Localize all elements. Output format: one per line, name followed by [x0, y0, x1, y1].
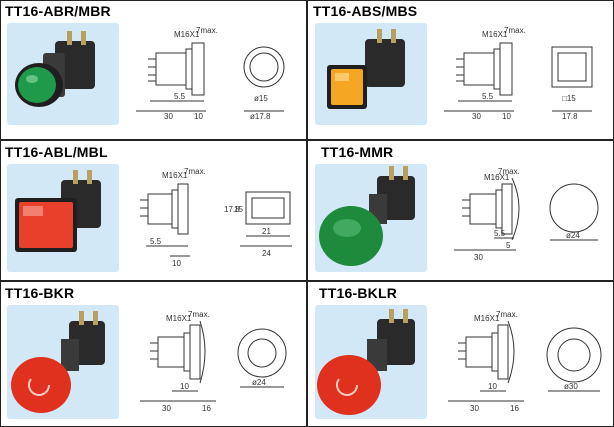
column-divider	[306, 1, 308, 426]
dim-max: 7max.	[188, 310, 210, 319]
button-cap	[18, 67, 56, 103]
dim-w2: 24	[262, 249, 271, 258]
product-photo	[315, 23, 427, 125]
dim-d1: 5.5	[482, 92, 494, 101]
product-cell-bklr: TT16-BKLR	[309, 283, 611, 421]
dimension-drawing: M16X1 7max. 5.5 10 17.8 15 21 24	[140, 167, 292, 268]
dim-d2: 10	[172, 259, 181, 268]
dim-max: 7max.	[496, 310, 518, 319]
dim-d2: 30	[470, 404, 479, 413]
dim-max: 7max.	[504, 26, 526, 35]
dim-d3: 10	[502, 112, 511, 121]
dim-thread: M16X1	[166, 314, 192, 323]
dim-d2: 30	[164, 112, 173, 121]
dim-thread: M16X1	[162, 171, 188, 180]
product-photo	[7, 305, 119, 419]
product-title: TT16-BKR	[5, 285, 75, 301]
dim-d3: 5	[506, 241, 511, 250]
product-photo	[7, 23, 119, 125]
dim-d2: 30	[472, 112, 481, 121]
dim-thread: M16X1	[174, 30, 200, 39]
dimension-drawing: M16X1 7max. 10 30 16 ø30	[448, 310, 602, 413]
dim-d1: 5.5	[174, 92, 186, 101]
product-photo	[315, 305, 427, 419]
dim-max: 7max.	[498, 167, 520, 176]
product-cell-abs: TT16-ABS/MBS M16	[309, 1, 611, 139]
product-title: TT16-BKLR	[319, 285, 398, 301]
dim-face1: ø24	[252, 378, 266, 387]
dim-w1: 21	[262, 227, 271, 236]
dim-thread: M16X1	[484, 173, 510, 182]
dim-side1: 17.8	[224, 205, 240, 214]
product-photo	[315, 164, 427, 272]
dim-d1: 5.5	[150, 237, 162, 246]
dim-d1: 10	[180, 382, 189, 391]
product-cell-abl: TT16-ABL/MBL	[1, 142, 303, 280]
row-divider-1	[1, 139, 613, 141]
product-title: TT16-ABS/MBS	[313, 3, 418, 19]
row-divider-2	[1, 280, 613, 282]
product-cell-mmr: TT16-MMR M16X1	[309, 142, 611, 280]
product-photo	[7, 164, 119, 272]
dim-face1: □15	[562, 94, 576, 103]
product-cell-bkr: TT16-BKR	[1, 283, 303, 421]
dim-face1: ø24	[566, 231, 580, 240]
dim-d3: 10	[194, 112, 203, 121]
dim-d2: 30	[162, 404, 171, 413]
dim-face2: 17.8	[562, 112, 578, 121]
dim-side2: 15	[234, 205, 243, 214]
dim-max: 7max.	[184, 167, 206, 176]
product-title: TT16-ABL/MBL	[5, 144, 108, 160]
dim-d1: 5.5	[494, 229, 506, 238]
dimension-drawing: M16X1 7max. 10 30 16 ø24	[140, 310, 287, 413]
dim-thread: M16X1	[482, 30, 508, 39]
product-title: TT16-ABR/MBR	[5, 3, 111, 19]
dim-d3: 16	[202, 404, 211, 413]
product-title: TT16-MMR	[321, 144, 394, 160]
product-cell-abr: TT16-ABR/MBR	[1, 1, 303, 139]
dimension-drawing: M16X1 7max. 5.5 30 10 ø15 ø17.8	[136, 26, 285, 121]
dim-d1: 10	[488, 382, 497, 391]
dim-d3: 16	[510, 404, 519, 413]
dimension-drawing: M16X1 7max. 5.5 30 5 ø24	[454, 167, 599, 262]
dim-face1: ø30	[564, 382, 578, 391]
dim-d2: 30	[474, 253, 483, 262]
dimension-drawing: M16X1 7max. 5.5 30 10 □15 17.8	[444, 26, 593, 121]
dim-thread: M16X1	[474, 314, 500, 323]
dim-max: 7max.	[196, 26, 218, 35]
dim-face2: ø17.8	[250, 112, 271, 121]
dim-face1: ø15	[254, 94, 268, 103]
